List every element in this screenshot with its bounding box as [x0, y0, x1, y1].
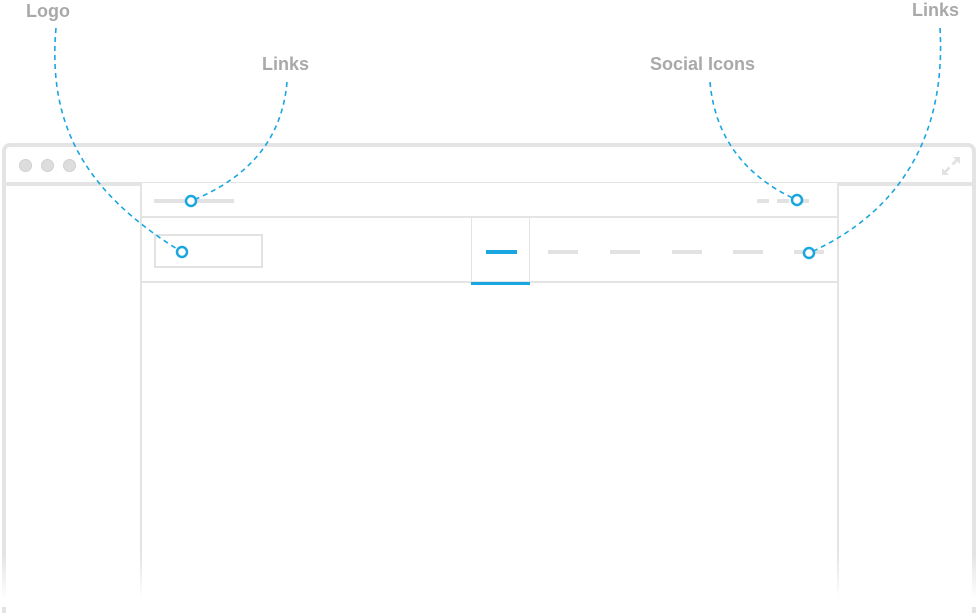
nav-item-placeholder[interactable]: [794, 250, 824, 254]
top-bar: [142, 183, 837, 218]
close-dot-icon[interactable]: [19, 159, 32, 172]
callout-label-links-nav: Links: [912, 0, 960, 20]
minimize-dot-icon[interactable]: [41, 159, 54, 172]
callout-label-social-icons: Social Icons: [650, 54, 756, 74]
social-icon-placeholder[interactable]: [777, 199, 789, 203]
nav-item-active-label-placeholder: [486, 250, 517, 254]
bottom-fade: [0, 555, 980, 607]
social-icon-placeholder[interactable]: [757, 199, 769, 203]
header-bar: [142, 218, 837, 285]
callout-label-logo: Logo: [26, 1, 70, 21]
social-icon-placeholder[interactable]: [797, 199, 809, 203]
nav-item-placeholder[interactable]: [610, 250, 640, 254]
nav-item-placeholder[interactable]: [548, 250, 578, 254]
nav-item-placeholder[interactable]: [733, 250, 763, 254]
nav-item-active[interactable]: [471, 218, 530, 285]
top-links-placeholder[interactable]: [154, 199, 234, 203]
nav-item-placeholder[interactable]: [672, 250, 702, 254]
callout-label-links-top: Links: [262, 54, 310, 74]
logo-placeholder[interactable]: [154, 234, 263, 268]
page-frame: [140, 183, 839, 607]
expand-arrows-icon[interactable]: [940, 155, 962, 177]
nav-active-underline: [471, 282, 530, 285]
browser-title-bar: [6, 147, 972, 186]
maximize-dot-icon[interactable]: [63, 159, 76, 172]
